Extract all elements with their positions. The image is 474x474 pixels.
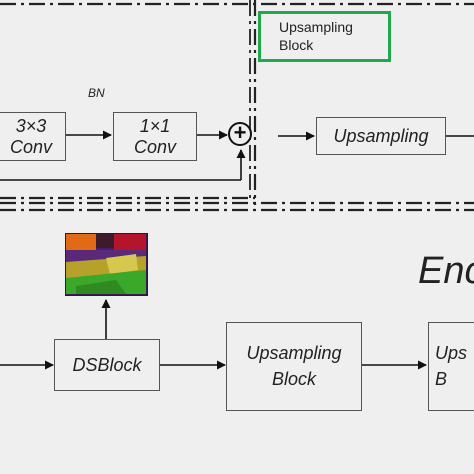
upsampling-label: Upsampling — [333, 125, 429, 146]
upsampling-block-partial-label: Ups B — [435, 343, 468, 389]
bn-label: BN — [88, 86, 105, 100]
dsblock-label: DSBlock — [72, 354, 142, 375]
legend-upsampling-label: Upsampling Block — [279, 19, 353, 53]
add-symbol: + — [233, 120, 247, 145]
upsampling-block-bottom-label: Upsampling Block — [246, 343, 342, 389]
segmentation-map-graphic — [66, 234, 146, 294]
segmentation-output-image — [65, 233, 148, 296]
add-operator-icon: + — [228, 122, 252, 146]
upsampling-block-partial: Ups B — [428, 322, 474, 411]
conv3x3-label: 3×3 Conv — [9, 115, 53, 157]
conv1x1-block: 1×1 Conv — [113, 112, 197, 161]
conv3x3-block: 3×3 Conv — [0, 112, 66, 161]
upsampling-block: Upsampling — [316, 117, 446, 155]
conv1x1-label: 1×1 Conv — [133, 115, 177, 157]
dsblock: DSBlock — [54, 339, 160, 391]
section-title: Enc — [418, 250, 474, 292]
upsampling-block-bottom: Upsampling Block — [226, 322, 362, 411]
legend-upsampling-block: Upsampling Block — [258, 11, 391, 62]
